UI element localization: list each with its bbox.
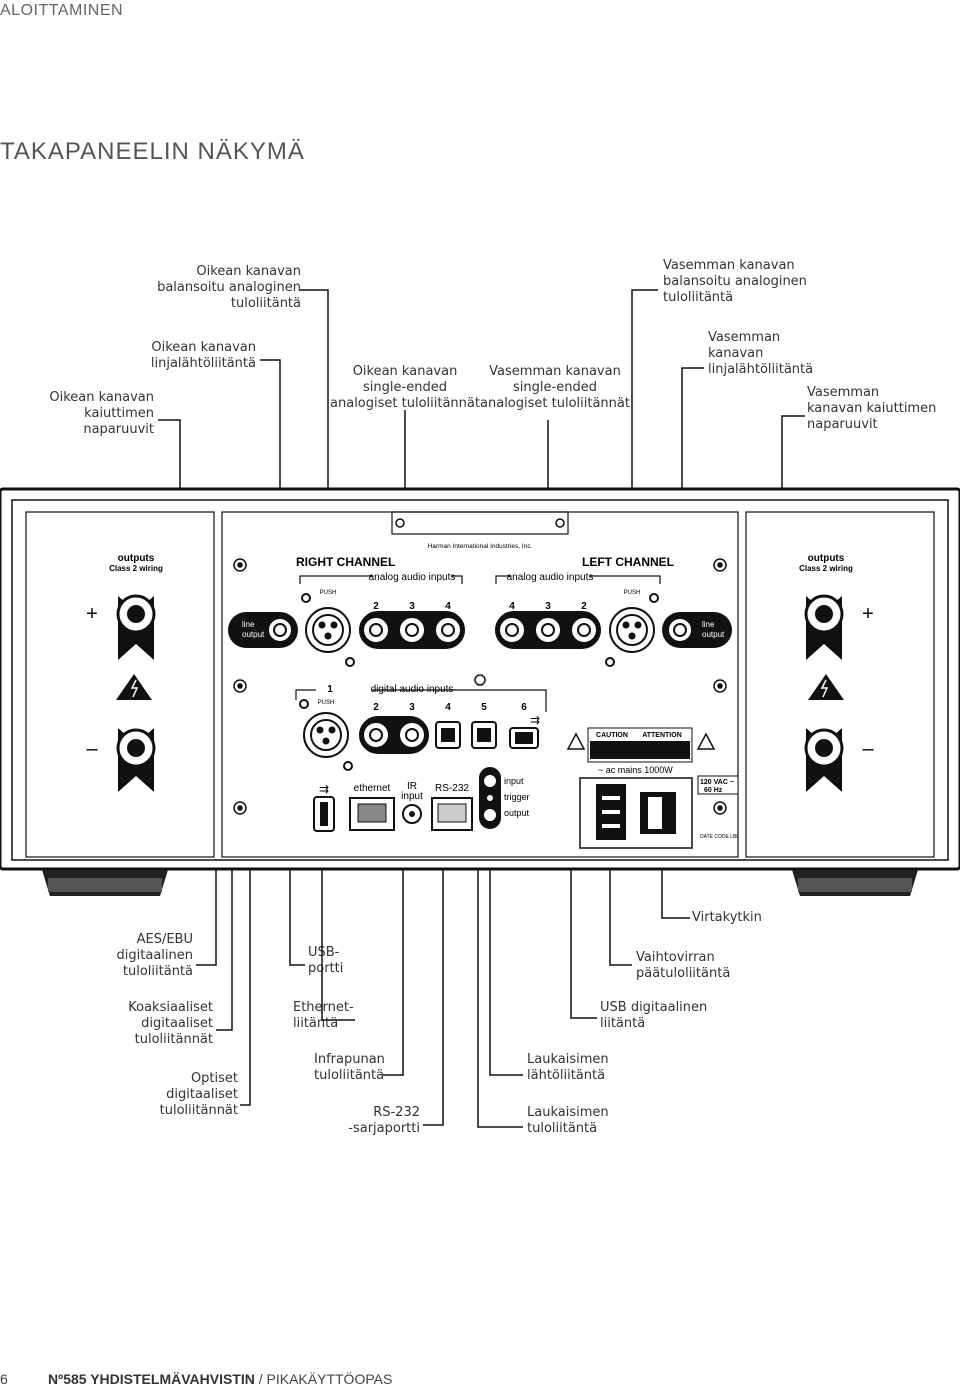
right-channel-label: RIGHT CHANNEL	[296, 555, 395, 569]
left-channel-label: LEFT CHANNEL	[582, 555, 674, 569]
digital-inputs-label: digital audio inputs	[371, 684, 454, 695]
ir-input-label-2: input	[401, 791, 423, 802]
voltage-rating-box	[697, 775, 739, 795]
digital-num-5: 5	[481, 702, 487, 713]
left-speaker-terminals: outputs Class 2 wiring + –	[799, 553, 874, 792]
minus-sign-left: –	[862, 738, 874, 760]
rs232-label: RS-232	[435, 783, 469, 794]
callout-power-switch: Virtakytkin	[692, 910, 762, 925]
callout-ac-input: Vaihtovirran päätuloliitäntä	[636, 950, 731, 981]
ac-mains-label: ~ ac mains 1000W	[598, 765, 673, 775]
plus-sign-right: +	[86, 603, 98, 625]
callout-right-speaker: Oikean kanavan kaiuttimen naparuuvit	[49, 390, 154, 437]
callout-left-line-out: Vasemman kanavan linjalähtöliitäntä	[708, 330, 814, 377]
page-number: 6	[0, 1371, 8, 1387]
push-label-aes: PUSH	[318, 700, 335, 706]
callout-usb-digital: USB digitaalinen liitäntä	[600, 1000, 708, 1031]
callout-trigger-out: Laukaisimen lähtöliitäntä	[527, 1052, 609, 1083]
callout-optical: Optiset digitaaliset tuloliitännät	[159, 1071, 238, 1118]
input-num-3-right: 3	[409, 601, 415, 612]
date-code-label: DATE CODE LBL	[700, 834, 739, 840]
input-num-4-left: 4	[509, 601, 515, 612]
callout-right-line-out: Oikean kanavan linjalähtöliitäntä	[150, 340, 256, 371]
digital-num-3: 3	[409, 702, 415, 713]
input-num-4-right: 4	[445, 601, 451, 612]
line-output-label-right-1: line	[242, 620, 255, 629]
usb-b-input	[509, 727, 539, 749]
callout-ir-input: Infrapunan tuloliitäntä	[314, 1052, 385, 1083]
usb-a-port	[313, 796, 335, 832]
guide-name: PIKAKÄYTTÖOPAS	[266, 1371, 393, 1387]
input-num-2-right: 2	[373, 601, 379, 612]
usb-symbol-icon: ⇉	[530, 713, 540, 727]
digital-num-4: 4	[445, 702, 451, 713]
usb-a-symbol-icon: ⇉	[319, 782, 329, 796]
manufacturer-label: Harman International Industries, Inc.	[428, 543, 533, 550]
hazard-icon-left	[566, 732, 586, 750]
line-output-label-left-1: line	[702, 620, 715, 629]
class2-label-right: Class 2 wiring	[109, 564, 163, 573]
digital-num-2: 2	[373, 702, 379, 713]
line-output-label-left-2: output	[702, 630, 725, 639]
minus-sign-right: –	[86, 738, 98, 760]
callout-rs232: RS-232 -sarjaportti	[348, 1105, 420, 1136]
section-header: ALOITTAMINEN	[0, 2, 124, 19]
callout-left-speaker: Vasemman kanavan kaiuttimen naparuuvit	[807, 385, 937, 432]
chassis	[0, 487, 960, 896]
caution-label-box: CAUTION ATTENTION	[587, 727, 693, 763]
page-title: TAKAPANEELIN NÄKYMÄ	[0, 138, 305, 165]
callout-trigger-in: Laukaisimen tuloliitäntä	[527, 1105, 609, 1136]
caution-text: CAUTION	[596, 732, 628, 739]
input-num-3-left: 3	[545, 601, 551, 612]
input-num-2-left: 2	[581, 601, 587, 612]
class2-label-left: Class 2 wiring	[799, 564, 853, 573]
footer: 6 Nº585 YHDISTELMÄVAHVISTIN / PIKAKÄYTTÖO…	[0, 1371, 392, 1387]
voltage-label-1: 120 VAC ~	[700, 779, 734, 786]
coax-inputs	[359, 716, 429, 754]
callout-left-single-ended: Vasemman kanavan single-ended analogiset…	[480, 364, 630, 411]
callout-usb-port: USB- portti	[308, 945, 344, 976]
right-line-output: line output	[228, 612, 298, 648]
callout-aes-ebu: AES/EBU digitaalinen tuloliitäntä	[116, 932, 193, 979]
callout-right-single-ended: Oikean kanavan single-ended analogiset t…	[330, 364, 480, 411]
outputs-label-right: outputs	[118, 553, 155, 564]
callout-coax: Koaksiaaliset digitaaliset tuloliitännät	[128, 1000, 213, 1047]
right-speaker-terminals: outputs Class 2 wiring + –	[86, 553, 163, 792]
footer-separator: /	[254, 1371, 267, 1387]
outputs-label-left: outputs	[808, 553, 845, 564]
product-name: Nº585 YHDISTELMÄVAHVISTIN	[48, 1371, 255, 1387]
optical-inputs	[435, 721, 497, 749]
push-label-right: PUSH	[320, 590, 337, 596]
digital-num-1: 1	[327, 684, 333, 695]
ac-power-module	[579, 777, 693, 849]
left-xlr-input	[605, 593, 659, 667]
panel-screws	[233, 518, 727, 815]
hazard-icon-right	[696, 732, 716, 750]
trigger-output-label: output	[504, 808, 530, 818]
analog-inputs-label-right: analog audio inputs	[369, 572, 456, 583]
plus-sign-left: +	[862, 603, 874, 625]
rs232-port	[431, 797, 473, 831]
voltage-label-2: 60 Hz	[704, 787, 723, 794]
trigger-label: trigger	[504, 792, 530, 802]
push-label-left: PUSH	[624, 590, 641, 596]
digital-num-6: 6	[521, 702, 527, 713]
callout-left-balanced: Vasemman kanavan balansoitu analoginen t…	[663, 258, 807, 305]
right-xlr-input	[301, 593, 355, 667]
trigger-input-label: input	[504, 776, 524, 786]
right-rca-inputs	[359, 611, 465, 649]
line-output-label-right-2: output	[242, 630, 265, 639]
aes-ebu-xlr	[299, 699, 353, 771]
analog-inputs-label-left: analog audio inputs	[507, 572, 594, 583]
ethernet-port	[349, 797, 395, 831]
trigger-jacks	[479, 767, 501, 829]
ir-input-label-1: IR	[407, 781, 417, 792]
attention-text: ATTENTION	[642, 732, 682, 739]
ethernet-label: ethernet	[354, 783, 391, 794]
left-line-output: line output	[662, 612, 732, 648]
callout-right-balanced: Oikean kanavan balansoitu analoginen tul…	[157, 264, 301, 311]
left-rca-inputs	[495, 611, 601, 649]
